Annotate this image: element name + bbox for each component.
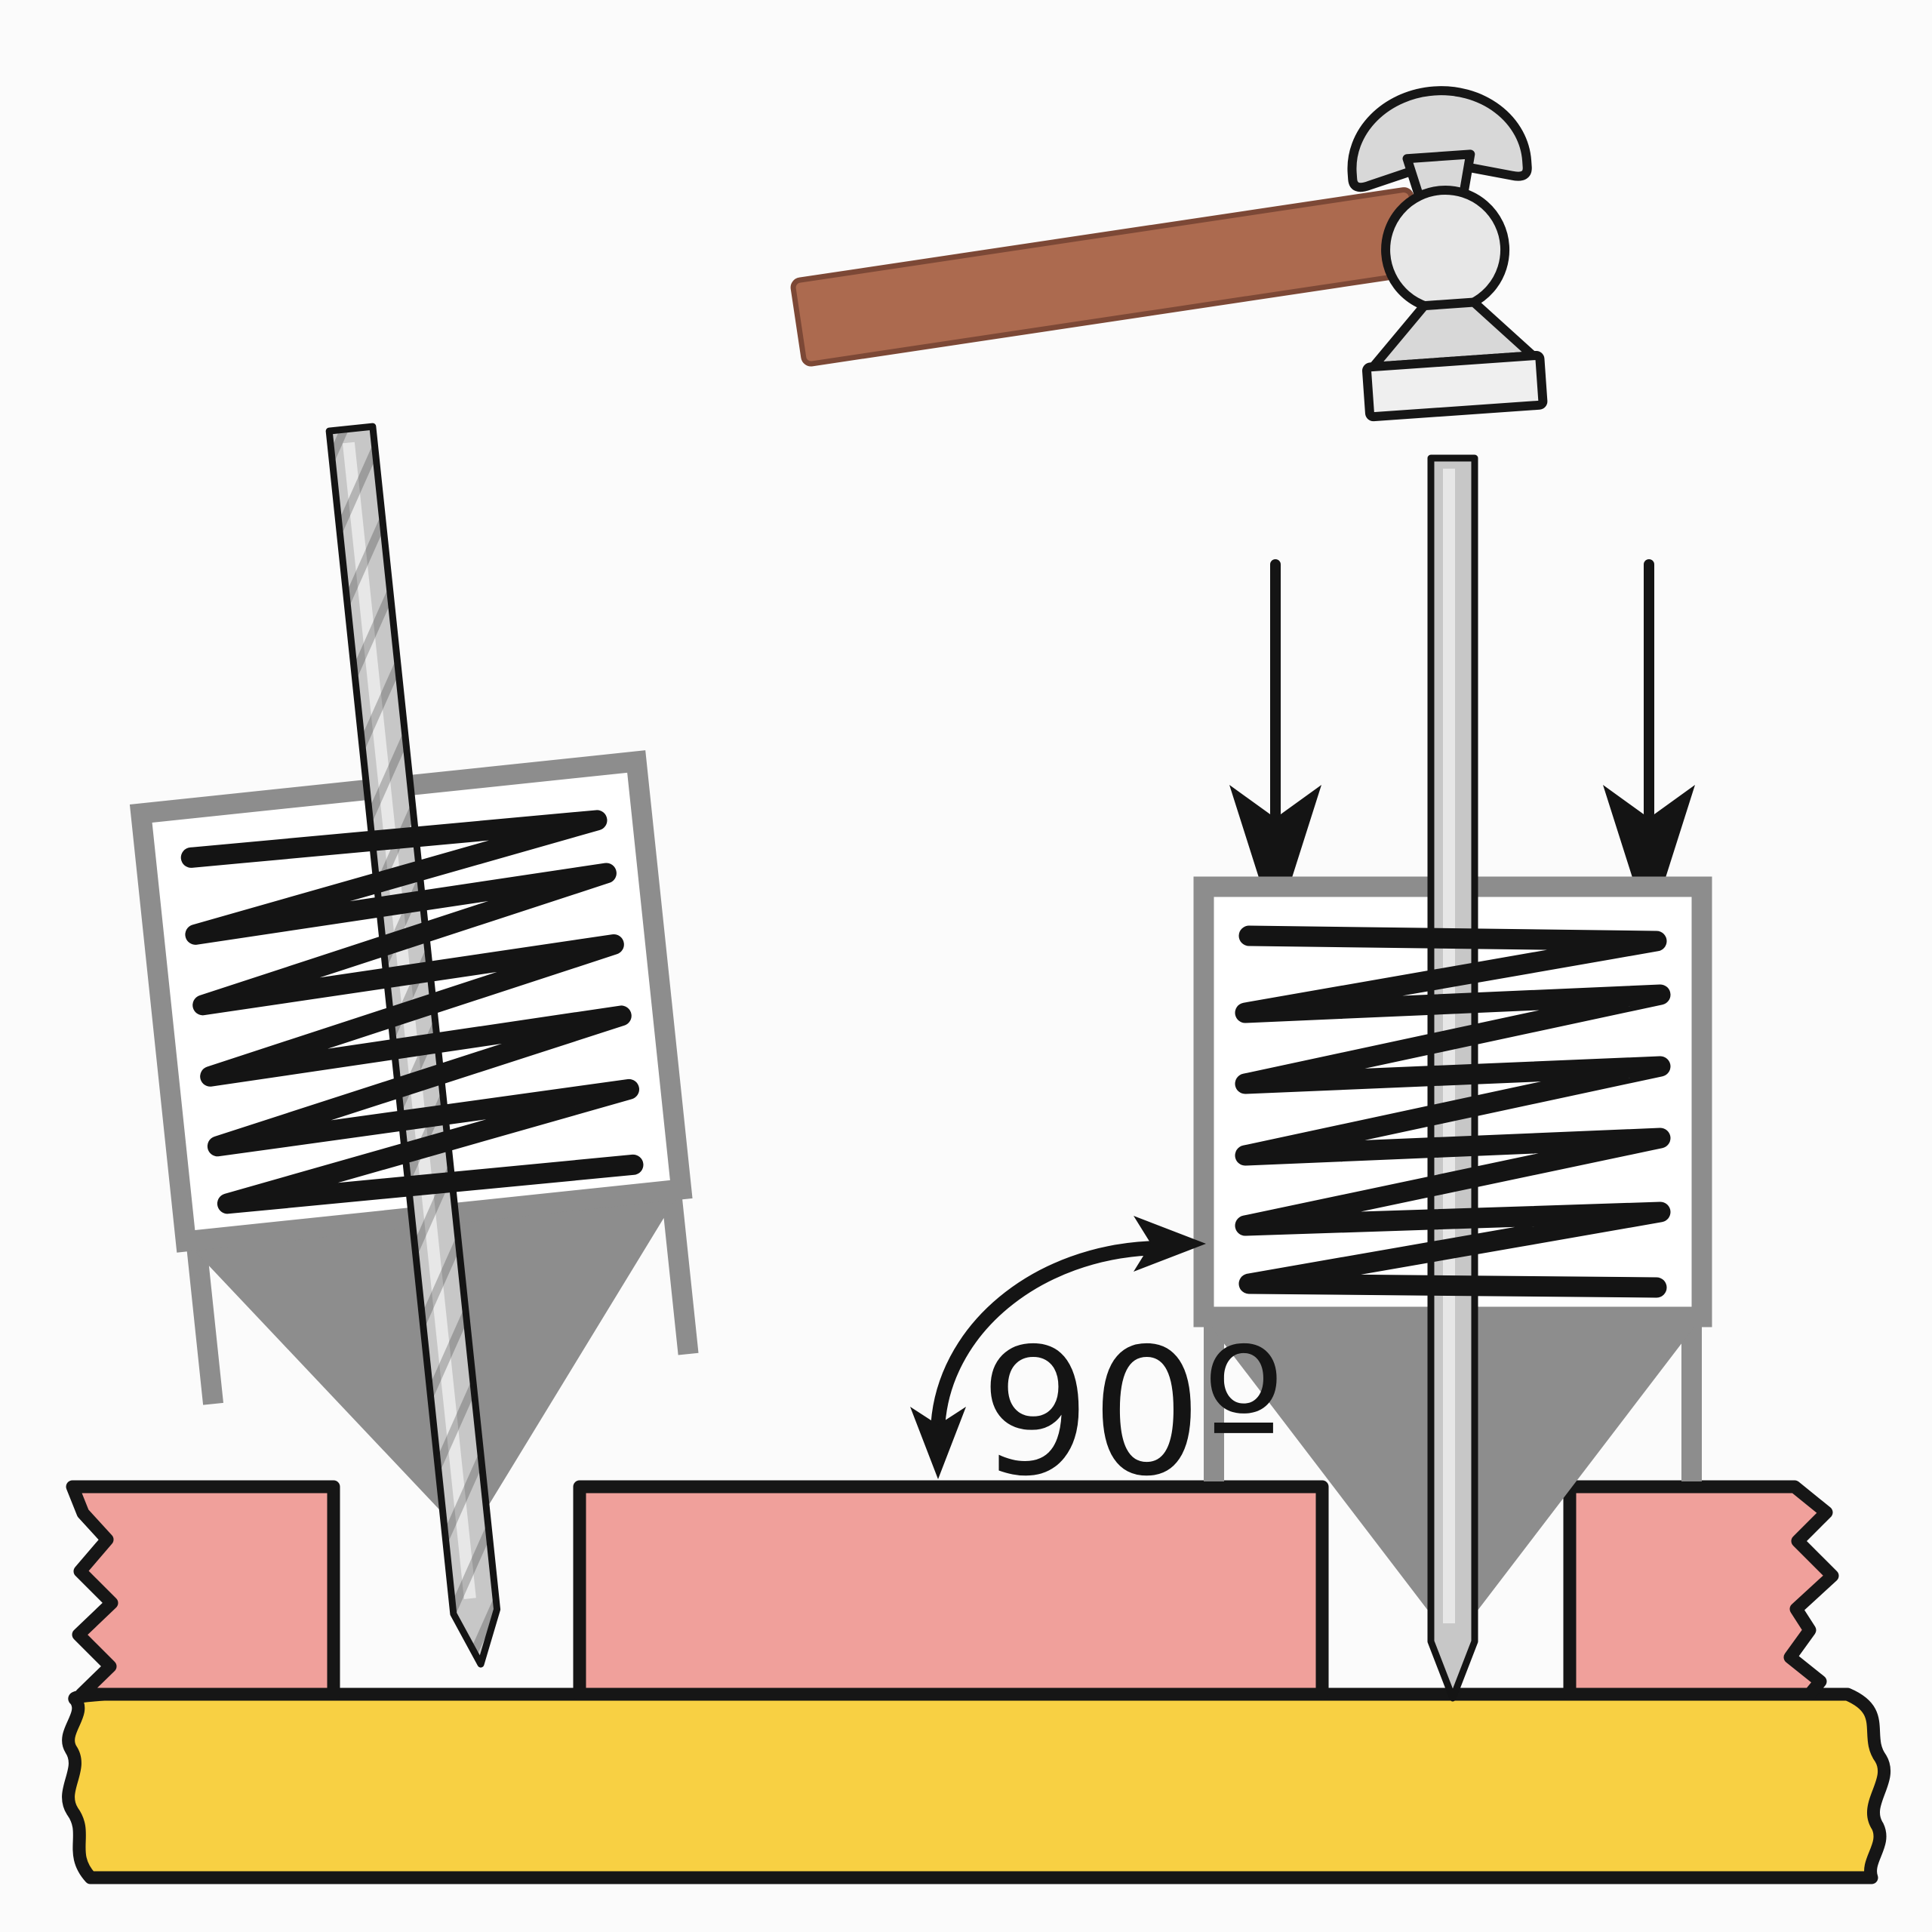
punch-vertical-leg-left [1204, 1317, 1224, 1481]
angle-arc [931, 1241, 1156, 1431]
force-arrows [1229, 559, 1695, 930]
hammer-head-ball [1381, 185, 1510, 314]
pink-board-left [66, 1480, 340, 1701]
angle-annotation: 90º [910, 1216, 1285, 1515]
force-arrow-right [1603, 559, 1695, 930]
hammer [790, 86, 1548, 422]
punch-tilted-spring [180, 810, 644, 1214]
angle-arc-arrowhead-right [1134, 1216, 1206, 1272]
pink-board-right [1563, 1480, 1839, 1701]
angle-label: 90º [980, 1311, 1285, 1515]
punch-vertical-leg-right [1681, 1317, 1702, 1481]
force-arrow-right-head [1603, 785, 1695, 930]
punch-tilted-leg-left [186, 1239, 223, 1405]
pink-board-middle [573, 1480, 1329, 1701]
yellow-base-board [62, 1687, 1891, 1884]
punch-tilted [129, 423, 699, 1668]
angle-arc-arrowhead-down [910, 1407, 966, 1479]
force-arrow-left [1229, 559, 1321, 930]
hammer-head-face [1362, 350, 1548, 422]
force-arrow-left-head [1229, 785, 1321, 930]
punch-vertical-spring [1235, 925, 1671, 1298]
punch-tilted-leg-right [660, 1189, 699, 1355]
boards [62, 1480, 1891, 1884]
punch-vertical [1193, 454, 1712, 1702]
hammer-head [1347, 86, 1548, 422]
